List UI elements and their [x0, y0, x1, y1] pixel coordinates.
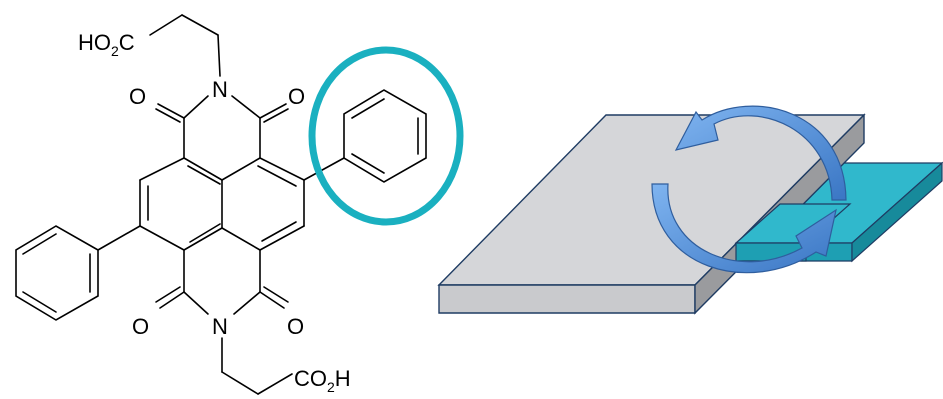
o-bottom-right-label: O [287, 314, 304, 339]
bottom-acid-label: CO2H [294, 366, 351, 395]
o-bottom-left-label: O [132, 314, 149, 339]
lower-rotation-arrow [651, 183, 837, 274]
atom-labels: HO2C N O O N O O CO2H [78, 30, 351, 395]
upper-rotation-arrow [674, 105, 847, 201]
right-phenyl-ring [303, 89, 427, 183]
bottom-chain-bonds [221, 337, 293, 395]
n-bottom-label: N [212, 314, 228, 339]
bottom-imide-bonds [155, 249, 289, 315]
substrate-illustration [437, 105, 943, 315]
naphthalene-core-bonds [139, 157, 305, 251]
molecule-structure [15, 14, 464, 395]
rotation-arrows [651, 105, 847, 274]
top-chain-bonds [149, 14, 221, 77]
n-top-label: N [212, 77, 228, 102]
top-imide-bonds [155, 95, 289, 159]
o-top-right-label: O [288, 84, 305, 109]
top-acid-label: HO2C [78, 30, 135, 59]
phenyl-highlight-ellipse [308, 46, 464, 226]
o-top-left-label: O [129, 84, 146, 109]
left-phenyl-ring [15, 225, 141, 321]
